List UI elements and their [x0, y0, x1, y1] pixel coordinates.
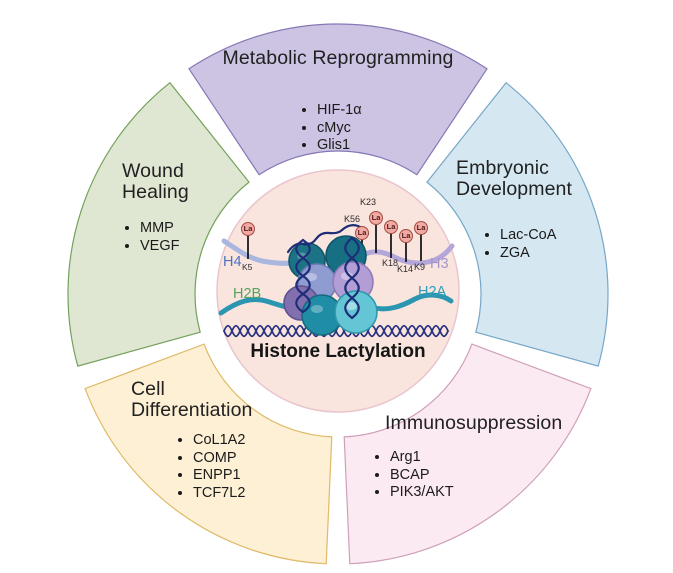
wedge-wound-healing	[67, 81, 250, 367]
lactyl-mark: La	[241, 222, 255, 236]
section-list-cell-differentiation: CoL1A2 COMP ENPP1 TCF7L2	[175, 432, 245, 502]
lactyl-mark: La	[384, 220, 398, 234]
lactyl-mark: La	[414, 221, 428, 235]
section-title-cell-differentiation: Cell Differentiation	[131, 378, 253, 421]
wedge-cell-differentiation	[84, 343, 333, 565]
list-item: COMP	[193, 450, 245, 468]
list-item: Glis1	[317, 137, 362, 155]
list-item: HIF-1α	[317, 102, 362, 120]
section-title-immunosuppression: Immunosuppression	[385, 412, 563, 434]
h3-tail	[353, 243, 455, 266]
wedge-embryonic-development	[426, 81, 609, 367]
list-item: cMyc	[317, 120, 362, 138]
list-item: BCAP	[390, 467, 454, 485]
list-item: ZGA	[500, 245, 556, 263]
list-item: TCF7L2	[193, 485, 245, 503]
wedge-metabolic-reprogramming	[188, 23, 488, 176]
section-title-embryonic-development: Embryonic Development	[456, 157, 572, 200]
residue-k56-label: K56	[344, 214, 361, 224]
section-list-metabolic-reprogramming: HIF-1α cMyc Glis1	[299, 102, 362, 155]
residue-k14-label: K14	[397, 264, 414, 274]
histone-h2a-label: H2A	[418, 284, 447, 300]
residue-k18-label: K18	[382, 258, 399, 268]
list-item: Lac-CoA	[500, 227, 556, 245]
list-item: Arg1	[390, 449, 454, 467]
section-list-immunosuppression: Arg1 BCAP PIK3/AKT	[372, 449, 454, 502]
histone-h3-label: H3	[430, 256, 449, 272]
lactyl-mark: La	[355, 226, 369, 240]
histone-h2b-label: H2B	[233, 286, 262, 302]
list-item: VEGF	[140, 238, 179, 256]
dna-strand	[223, 324, 449, 338]
section-list-wound-healing: MMP VEGF	[122, 220, 179, 255]
lactyl-mark: La	[399, 229, 413, 243]
center-main-title: Histone Lactylation	[250, 341, 426, 362]
section-title-wound-healing: Wound Healing	[122, 160, 189, 203]
wedge-immunosuppression	[343, 343, 592, 565]
list-item: PIK3/AKT	[390, 484, 454, 502]
residue-k9-label: K9	[414, 262, 426, 272]
histone-h4-label: H4	[223, 254, 242, 270]
residue-k23-label: K23	[360, 197, 377, 207]
histone-octamer	[283, 235, 378, 336]
list-item: ENPP1	[193, 467, 245, 485]
section-list-embryonic-development: Lac-CoA ZGA	[482, 227, 556, 262]
residue-k5-label: K5	[242, 262, 253, 272]
list-item: MMP	[140, 220, 179, 238]
h2a-tail	[367, 292, 454, 312]
lactyl-mark: La	[369, 211, 383, 225]
list-item: CoL1A2	[193, 432, 245, 450]
section-title-metabolic-reprogramming: Metabolic Reprogramming	[222, 47, 454, 69]
